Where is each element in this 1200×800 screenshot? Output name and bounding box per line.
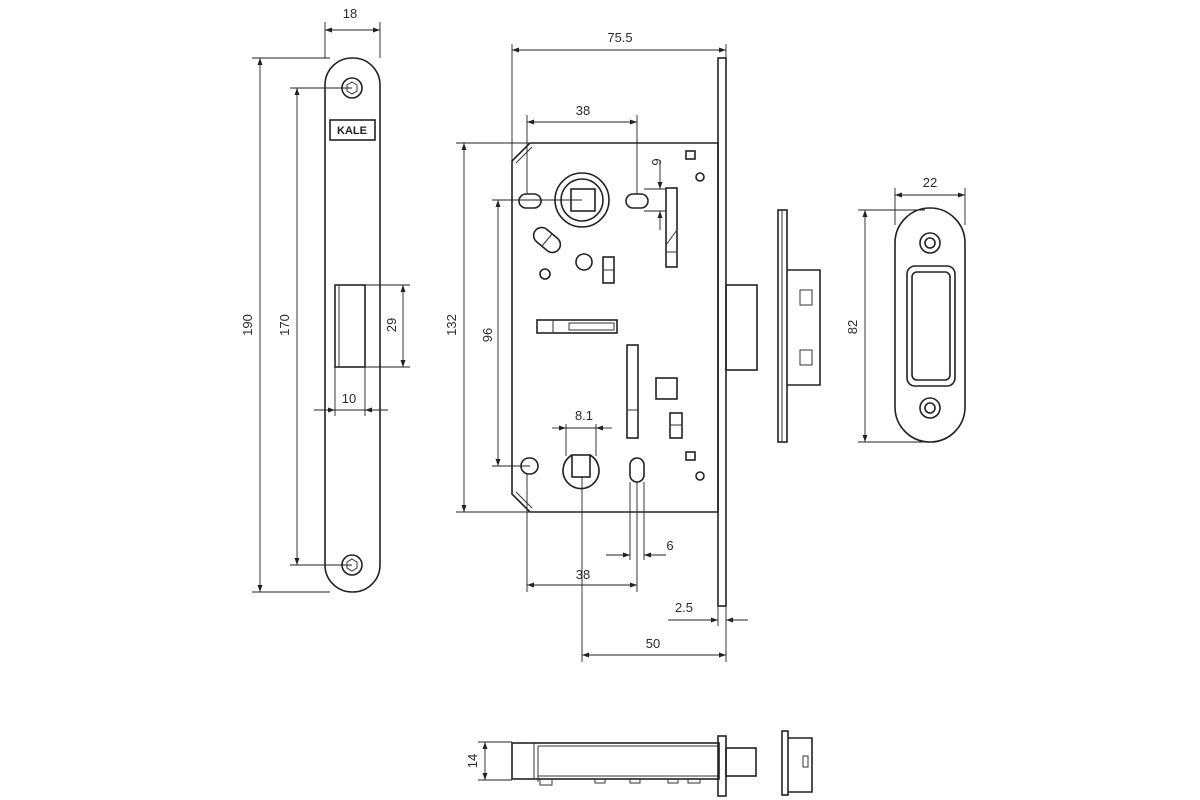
strike-plate-dimensions: 22 82 [845,175,966,443]
strike-plate-front-view [894,207,966,443]
dim-bottom-hole-spacing: 38 [576,567,590,582]
dim-center-distance: 96 [480,328,495,342]
bottom-view-dimensions: 14 [465,741,512,781]
dim-strike-height: 82 [845,320,860,334]
lock-body-view [511,57,758,607]
dim-strike-width: 22 [923,175,937,190]
faceplate-front-view: KALE [324,57,381,593]
lock-body-dimensions: 75.5 38 6 132 96 8.1 38 6 2.5 50 [444,30,748,662]
dim-top-slot-width: 6 [649,158,664,165]
faceplate-dimensions: 18 190 170 29 10 [240,6,410,593]
cylinder-hole [562,454,600,490]
lock-bottom-view [511,735,757,797]
dim-cylinder-width: 8.1 [575,408,593,423]
dim-slot-width: 10 [342,391,356,406]
dim-overall-depth: 75.5 [607,30,632,45]
dim-bottom-slot-width: 6 [666,538,673,553]
dim-screw-spacing: 170 [277,314,292,336]
svg-text:KALE: KALE [337,125,367,137]
dim-body-height: 132 [444,314,459,336]
dim-backset: 50 [646,636,660,651]
dim-plate-thickness: 2.5 [675,600,693,615]
dim-faceplate-width: 18 [343,6,357,21]
dim-top-hole-spacing: 38 [576,103,590,118]
dim-body-thickness: 14 [465,754,480,768]
latch-slot [334,284,366,368]
kale-logo: KALE [329,119,376,141]
strike-end-view [781,730,813,796]
front-plate [717,57,727,607]
dim-slot-height: 29 [384,318,399,332]
dim-faceplate-height: 190 [240,314,255,336]
latch-bolt [725,284,758,371]
strike-side-view [777,209,821,443]
